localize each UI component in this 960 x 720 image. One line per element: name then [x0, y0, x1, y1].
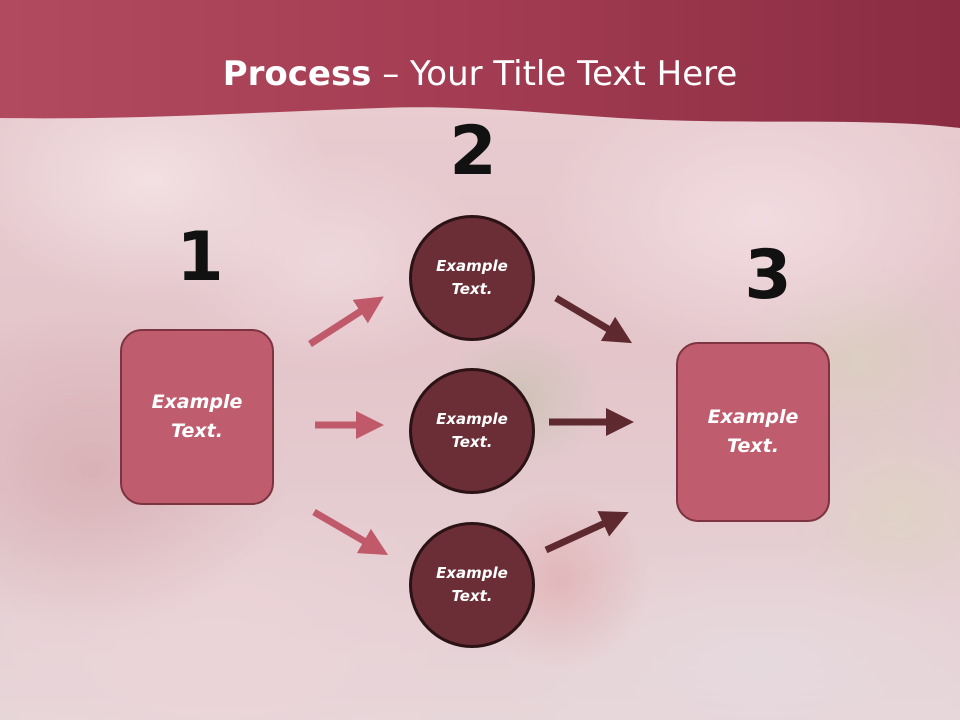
title-rest: – Your Title Text Here [371, 54, 738, 94]
left-box: Example Text. [120, 329, 274, 505]
arrow-box-to-circle-bottom [312, 508, 389, 556]
title-bold: Process [222, 54, 372, 94]
right-box: Example Text. [676, 342, 830, 522]
circle-top: Example Text. [409, 215, 535, 341]
step-number-1: 1 [176, 218, 224, 297]
header-band [0, 0, 960, 128]
arrow-circle-bottom-to-box [544, 511, 629, 554]
step-number-3: 3 [744, 236, 792, 315]
arrow-box-to-circle-top [308, 296, 384, 347]
circle-bottom: Example Text. [409, 522, 535, 648]
arrow-circle-top-to-box [554, 294, 633, 344]
circle-middle: Example Text. [409, 368, 535, 494]
slide-title: Process – Your Title Text Here [0, 52, 960, 96]
step-number-2: 2 [449, 112, 497, 191]
